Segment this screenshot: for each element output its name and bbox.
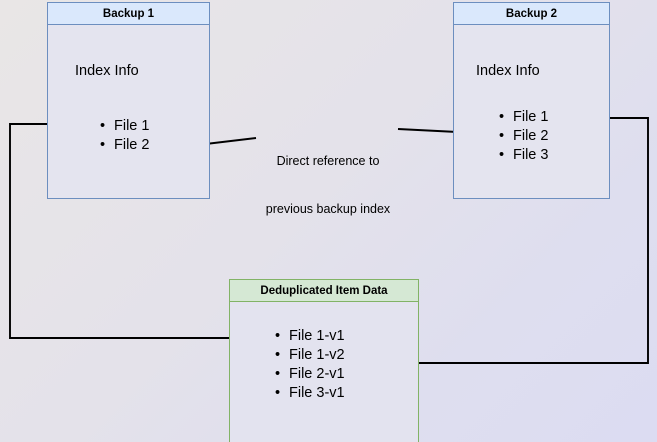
list-item: File 1 (100, 117, 149, 136)
edge-label-direct-reference: Direct reference to previous backup inde… (248, 121, 408, 249)
list-item: File 1-v2 (275, 346, 345, 365)
list-item: File 3-v1 (275, 384, 345, 403)
backup-2-file-list: File 1 File 2 File 3 (499, 108, 548, 165)
list-item: File 1 (499, 108, 548, 127)
node-backup-1-header: Backup 1 (48, 3, 209, 25)
node-backup-1[interactable]: Backup 1 Index Info File 1 File 2 (47, 2, 210, 199)
node-deduplicated-item-data-header: Deduplicated Item Data (230, 280, 418, 302)
backup-1-index-info-label: Index Info (75, 63, 139, 79)
node-backup-1-body: Index Info File 1 File 2 (48, 25, 209, 197)
node-backup-2-header: Backup 2 (454, 3, 609, 25)
list-item: File 2 (499, 127, 548, 146)
edge-label-line-2: previous backup index (265, 202, 391, 216)
list-item: File 2 (100, 136, 149, 155)
backup-1-file-list: File 1 File 2 (100, 117, 149, 155)
dedup-file-list: File 1-v1 File 1-v2 File 2-v1 File 3-v1 (275, 327, 345, 403)
node-deduplicated-item-data-body: File 1-v1 File 1-v2 File 2-v1 File 3-v1 (230, 302, 418, 442)
node-deduplicated-item-data[interactable]: Deduplicated Item Data File 1-v1 File 1-… (229, 279, 419, 442)
list-item: File 3 (499, 146, 548, 165)
list-item: File 2-v1 (275, 365, 345, 384)
backup-2-index-info-label: Index Info (476, 63, 540, 79)
list-item: File 1-v1 (275, 327, 345, 346)
edge-label-line-1: Direct reference to (276, 154, 380, 168)
node-backup-2-body: Index Info File 1 File 2 File 3 (454, 25, 609, 197)
node-backup-2[interactable]: Backup 2 Index Info File 1 File 2 File 3 (453, 2, 610, 199)
